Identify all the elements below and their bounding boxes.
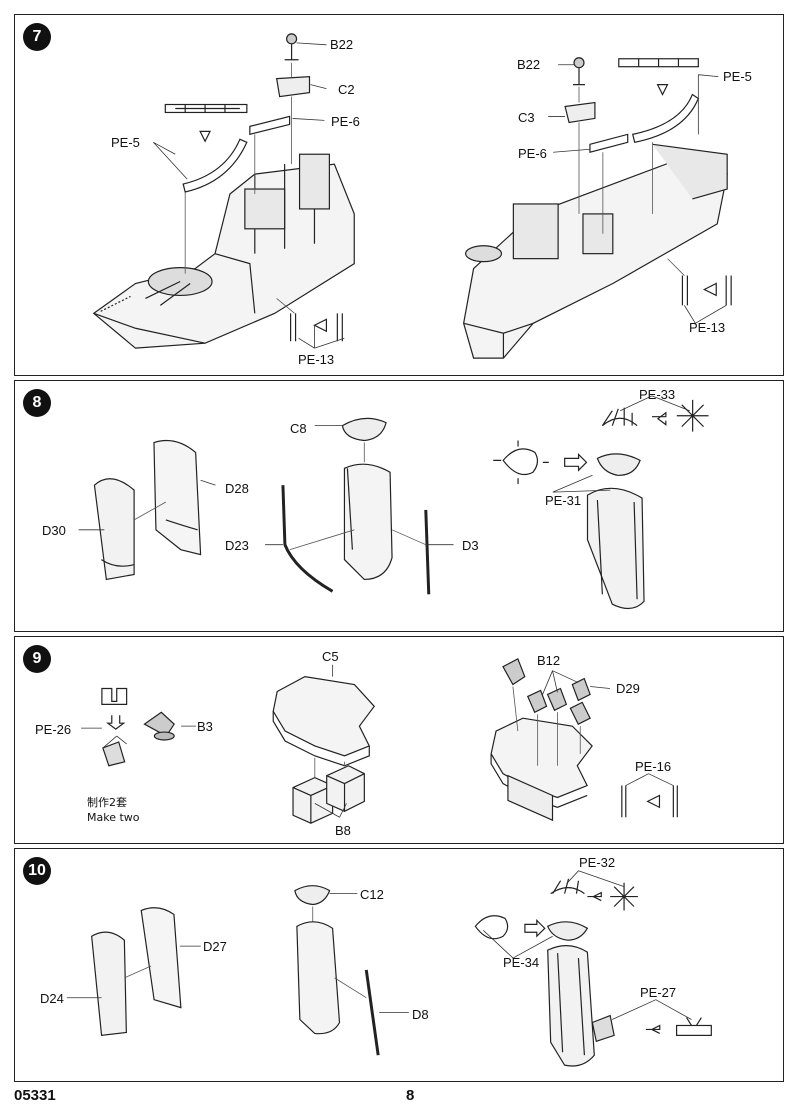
part-label-pe13: PE-13 (298, 352, 335, 367)
part-label-c8: C8 (290, 421, 307, 436)
part-label-c5: C5 (322, 649, 339, 664)
part-label-pe13: PE-13 (689, 320, 726, 335)
part-label-d30: D30 (42, 523, 66, 538)
part-label-b22: B22 (330, 37, 354, 52)
page-number: 8 (406, 1087, 415, 1104)
part-label-d24: D24 (40, 991, 64, 1006)
part-label-d29: D29 (616, 681, 640, 696)
step-number-badge: 8 (23, 389, 51, 417)
step-number-badge: 7 (23, 23, 51, 51)
part-label-pe5: PE-5 (723, 69, 752, 84)
part-label-pe33: PE-33 (639, 387, 676, 402)
make-two-note-cn: 制作2套 (87, 796, 127, 809)
part-label-pe26: PE-26 (35, 722, 72, 737)
product-code: 05331 (14, 1087, 56, 1104)
part-label-pe32: PE-32 (579, 855, 616, 870)
part-label-d28: D28 (225, 481, 249, 496)
part-label-c2: C2 (338, 82, 355, 97)
step-number-badge: 9 (23, 645, 51, 673)
make-two-note-en: Make two (87, 811, 140, 824)
step-9-illustration (81, 657, 678, 824)
step-9-panel: 9 (14, 636, 784, 844)
step-7-illustration (92, 33, 732, 359)
step-8-illustration (78, 395, 709, 610)
step-10-illustration (66, 870, 712, 1067)
part-label-d3: D3 (462, 538, 479, 553)
step-7-panel: 7 (14, 14, 784, 376)
step-8-panel: 8 (14, 380, 784, 632)
part-label-c3: C3 (518, 110, 535, 125)
part-label-d23: D23 (225, 538, 249, 553)
part-label-c12: C12 (360, 887, 384, 902)
part-label-d8: D8 (412, 1007, 429, 1022)
step-number-badge: 10 (23, 857, 51, 885)
part-label-pe27: PE-27 (640, 985, 677, 1000)
part-label-b3: B3 (197, 719, 213, 734)
part-label-pe31: PE-31 (545, 493, 582, 508)
part-label-pe6: PE-6 (518, 146, 547, 161)
part-label-b8: B8 (335, 823, 351, 838)
part-label-pe6: PE-6 (331, 114, 360, 129)
part-label-d27: D27 (203, 939, 227, 954)
step-10-panel: 10 (14, 848, 784, 1082)
part-label-pe16: PE-16 (635, 759, 672, 774)
part-label-b22: B22 (517, 57, 541, 72)
part-label-pe5: PE-5 (111, 135, 140, 150)
part-label-b12: B12 (537, 653, 561, 668)
part-label-pe34: PE-34 (503, 955, 540, 970)
